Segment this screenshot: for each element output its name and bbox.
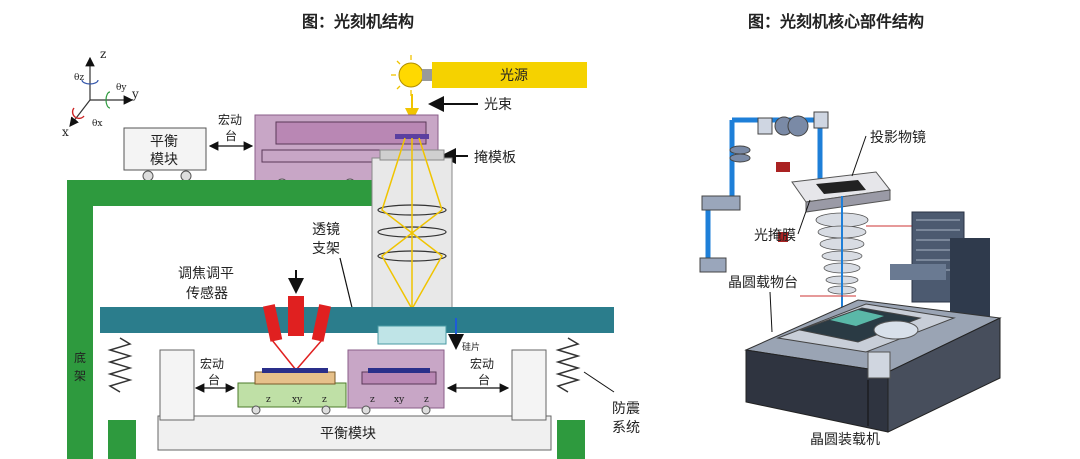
metrology-frame xyxy=(100,307,614,333)
lens-mount-label-1: 透镜 xyxy=(312,222,340,238)
vibration-spring-left xyxy=(107,337,133,393)
top-balance-label-2: 模块 xyxy=(150,152,178,168)
focus-leveling-sensor xyxy=(263,270,331,371)
bottom-balance-label: 平衡模块 xyxy=(320,426,376,442)
core-components-diagram: 投影物镜 光掩膜 晶圆载物台 晶圆装载机 xyxy=(699,111,1002,448)
lens-mount-label-2: 支架 xyxy=(312,241,340,257)
base-label-1: 底 xyxy=(74,350,86,365)
left-title: 图：光刻机结构 xyxy=(302,12,415,31)
vibration-label-2: 系统 xyxy=(612,420,640,436)
stage-left-z1: z xyxy=(266,395,271,405)
wafer-stage-right xyxy=(347,349,445,415)
machine-base xyxy=(744,295,1002,433)
axis-y-label: y xyxy=(131,87,139,101)
mask-plate xyxy=(395,134,429,139)
axis-theta-x-label: θx xyxy=(92,119,103,129)
axis-z-label: z xyxy=(100,47,106,61)
wafer-stage-left xyxy=(237,368,347,415)
sensor-label-2: 传感器 xyxy=(186,285,228,302)
vibration-label-1: 防震 xyxy=(612,401,640,417)
axis-theta-z-label: θz xyxy=(74,73,84,83)
stage-left-label-1: 宏动 xyxy=(200,356,224,371)
sensor-label-1: 调焦调平 xyxy=(178,266,234,282)
stage-right-label-1: 宏动 xyxy=(470,356,494,371)
projection-lens-label: 投影物镜 xyxy=(870,130,926,146)
axis-theta-y-label: θy xyxy=(116,83,127,93)
top-balance-label-1: 平衡 xyxy=(150,134,178,150)
stage-left-xy: xy xyxy=(292,395,303,405)
light-source-label: 光源 xyxy=(500,68,528,84)
light-bulb-icon xyxy=(391,55,432,96)
right-title: 图：光刻机核心部件结构 xyxy=(748,12,925,31)
coordinate-axes: z y x θz θy θx xyxy=(62,47,139,139)
vibration-spring-right xyxy=(555,337,581,393)
top-balance-module xyxy=(123,127,207,171)
lithography-structure-diagram: z y x θz θy θx 光源 光束 平衡 模块 宏动 台 掩模板 底 架 xyxy=(62,47,640,459)
light-source-bar xyxy=(432,62,587,88)
stage-right-xy: xy xyxy=(394,395,405,405)
reticle-stage-label-2: 台 xyxy=(225,128,237,143)
base-label-2: 架 xyxy=(74,369,86,383)
reticle-stage-label-1: 宏动 xyxy=(218,112,242,127)
wafer-label: 硅片 xyxy=(462,341,480,353)
photomask-stage xyxy=(791,171,891,213)
base-frame-column xyxy=(67,180,93,459)
photomask-label: 光掩膜 xyxy=(754,228,796,244)
stage-left-label-2: 台 xyxy=(208,372,220,387)
mask-label: 掩模板 xyxy=(474,150,516,166)
stage-right-z3: z xyxy=(370,395,375,405)
wafer-loader-label: 晶圆装载机 xyxy=(810,432,880,448)
stage-right-z4: z xyxy=(424,395,429,405)
stage-left-z2: z xyxy=(322,395,327,405)
light-beam-label: 光束 xyxy=(484,97,512,113)
stage-right-label-2: 台 xyxy=(478,372,490,387)
axis-x-label: x xyxy=(62,125,69,139)
bottom-balance-module xyxy=(157,415,552,451)
wafer-cassette-tower xyxy=(890,211,990,318)
wafer-stage-label: 晶圆载物台 xyxy=(728,275,798,291)
